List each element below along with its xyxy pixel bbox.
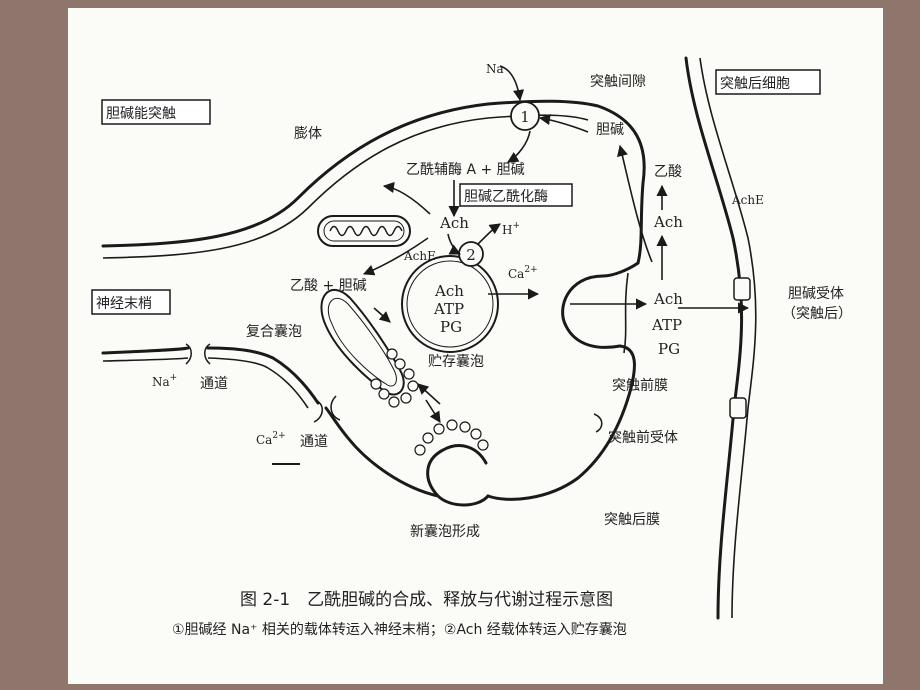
beaded-vesicle-cluster (370, 348, 419, 408)
carrier-1: 1 (510, 101, 540, 131)
postsynaptic-cell-box (715, 69, 821, 95)
acetic-acid-label: 乙酸 (654, 164, 682, 180)
ach-synth-label: Ach (439, 214, 469, 232)
released-pg: PG (658, 340, 680, 358)
ca-channel-ion: Ca2+ (256, 431, 286, 447)
acetyl-coa-choline-label: 乙酰辅酶 A + 胆碱 (406, 162, 525, 178)
synaptic-cleft-label: 突触间隙 (590, 74, 646, 90)
na-channel-label: 通道 (200, 376, 228, 392)
choline-receptor-line2: （突触后） (782, 306, 852, 322)
ca-channel-shape (313, 395, 341, 423)
released-ach: Ach (653, 290, 683, 308)
carrier-2: 2 (458, 241, 484, 267)
na-top-label: Na (486, 62, 504, 76)
cholinergic-synapse-box (101, 99, 211, 125)
postsynaptic-membrane-label: 突触后膜 (604, 512, 660, 528)
beaded-pit-ring (414, 419, 489, 456)
ache-cleft-label: AchE (731, 193, 764, 207)
swelling-label: 膨体 (294, 125, 322, 142)
nerve-terminal-box (91, 289, 171, 315)
vesicle-pg: PG (440, 318, 462, 336)
complex-vesicle-label: 复合囊泡 (246, 323, 302, 340)
presynaptic-receptor-label: 突触前受体 (608, 429, 678, 446)
mitochondrion-shape (317, 215, 411, 247)
storage-vesicle-label: 贮存囊泡 (428, 353, 484, 370)
presynaptic-membrane-label: 突触前膜 (612, 377, 668, 394)
choline-acetyltransferase-label: 胆碱乙酰化酶 (464, 189, 548, 205)
slide: 1 2 胆碱能突触 神经末梢 突触后细胞 胆碱乙酰化酶 膨体 突触间隙 Na 胆… (68, 8, 883, 684)
choline-label: 胆碱 (596, 122, 624, 138)
storage-vesicle-shape (401, 255, 499, 353)
h-plus-label: H+ (502, 221, 520, 237)
ach-up-label: Ach (653, 213, 683, 231)
vesicle-atp: ATP (433, 300, 464, 318)
carrier-2-number: 2 (466, 246, 476, 264)
ca-influx-label: Ca2+ (508, 265, 538, 281)
diagram: 1 2 胆碱能突触 神经末梢 突触后细胞 胆碱乙酰化酶 膨体 突触间隙 Na 胆… (91, 56, 852, 638)
choline-acetyltransferase-box (459, 183, 573, 207)
postsynaptic-membrane-shape (684, 56, 757, 620)
released-atp: ATP (651, 316, 682, 334)
caption-note: ①胆碱经 Na⁺ 相关的载体转运入神经末梢；②Ach 经载体转运入贮存囊泡 (172, 621, 627, 638)
presynaptic-receptor-shape (593, 413, 603, 433)
cholinergic-synapse-label: 胆碱能突触 (106, 106, 176, 122)
flow-arrows (362, 65, 750, 423)
ache-inner-label: AchE (403, 249, 436, 263)
na-channel-shape (185, 343, 211, 365)
postsynaptic-cell-label: 突触后细胞 (720, 76, 790, 92)
new-vesicle-formation-label: 新囊泡形成 (410, 523, 480, 540)
ca-channel-label: 通道 (300, 434, 328, 450)
acetic-plus-choline-label: 乙酸 + 胆碱 (290, 278, 367, 294)
carrier-1-number: 1 (520, 108, 530, 126)
vesicle-ach: Ach (434, 282, 464, 300)
choline-receptor-line1: 胆碱受体 (788, 286, 844, 302)
na-channel-ion: Na+ (152, 373, 177, 389)
presynaptic-membrane-shape (101, 99, 646, 507)
complex-vesicle-shape (320, 288, 405, 396)
caption-title: 图 2-1 乙酰胆碱的合成、释放与代谢过程示意图 (240, 590, 613, 610)
nerve-terminal-label: 神经末梢 (96, 296, 152, 312)
